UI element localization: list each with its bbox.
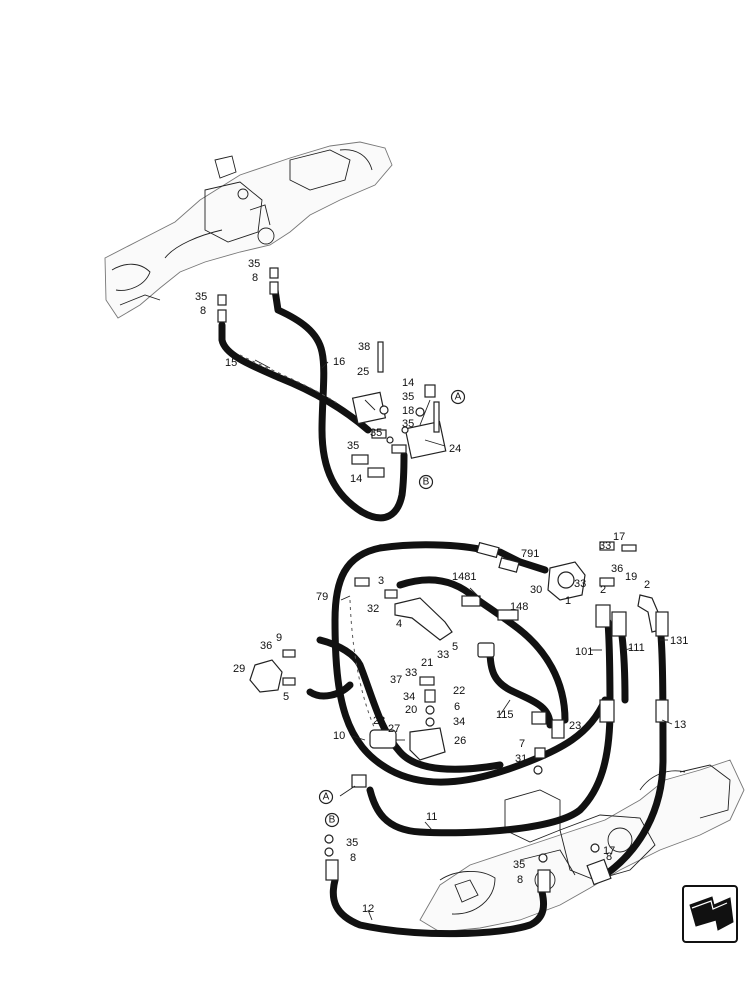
part-label: 35 bbox=[347, 440, 359, 452]
part-label: 8 bbox=[517, 874, 523, 886]
rear-axle-housing bbox=[419, 759, 745, 933]
part-label: 14 bbox=[402, 377, 414, 389]
part-label: 32 bbox=[367, 603, 379, 615]
part-label: 24 bbox=[449, 443, 461, 455]
part-label: 12 bbox=[362, 903, 374, 915]
part-label: 8 bbox=[252, 272, 258, 284]
svg-text:A: A bbox=[323, 792, 330, 803]
part-label: 1481 bbox=[452, 571, 476, 583]
part-label: 17 bbox=[613, 531, 625, 543]
part-label: 33 bbox=[405, 667, 417, 679]
part-label: 38 bbox=[358, 341, 370, 353]
svg-text:A: A bbox=[455, 392, 462, 403]
part-label: 31 bbox=[515, 753, 527, 765]
part-label: 4 bbox=[396, 618, 402, 630]
connector-markers: A B A B bbox=[318, 389, 466, 828]
connector-b-lower: B bbox=[324, 812, 340, 828]
part-label: 35 bbox=[402, 418, 414, 430]
part-label: 36 bbox=[260, 640, 272, 652]
part-label: 8 bbox=[350, 852, 356, 864]
part-label: 36 bbox=[611, 563, 623, 575]
part-label: 18 bbox=[402, 405, 414, 417]
part-label: 115 bbox=[496, 709, 514, 721]
part-label: 34 bbox=[403, 691, 415, 703]
part-label: 29 bbox=[233, 663, 245, 675]
part-label: 5 bbox=[452, 641, 458, 653]
svg-text:B: B bbox=[423, 477, 430, 488]
part-label: 111 bbox=[628, 642, 645, 654]
part-label: 28 bbox=[373, 715, 385, 727]
part-label: 30 bbox=[530, 584, 542, 596]
part-label: 14 bbox=[350, 473, 362, 485]
part-label: 16 bbox=[333, 356, 345, 368]
part-label: 13 bbox=[674, 719, 686, 731]
part-label: 6 bbox=[454, 701, 460, 713]
part-label: 8 bbox=[606, 851, 612, 863]
part-label: 20 bbox=[405, 704, 417, 716]
part-label: 15 bbox=[225, 357, 237, 369]
part-label: 2 bbox=[600, 584, 606, 596]
part-label: 27 bbox=[388, 723, 400, 735]
part-label: 131 bbox=[670, 635, 688, 647]
part-label: 17 bbox=[603, 845, 615, 857]
part-labels: 35 8 35 8 15 16 38 25 14 35 18 35 35 35 … bbox=[195, 258, 688, 915]
part-label: 35 bbox=[346, 837, 358, 849]
part-label: 19 bbox=[625, 571, 637, 583]
lower-fitting-components bbox=[217, 267, 669, 893]
part-label: 33 bbox=[437, 649, 449, 661]
part-label: 25 bbox=[357, 366, 369, 378]
part-label: 8 bbox=[200, 305, 206, 317]
part-label: 22 bbox=[453, 685, 465, 697]
part-label: 21 bbox=[421, 657, 433, 669]
connector-a-lower: A bbox=[318, 789, 334, 805]
part-label: 11 bbox=[426, 811, 437, 823]
connector-a-upper: A bbox=[450, 389, 466, 405]
part-label: 35 bbox=[195, 291, 207, 303]
part-label: 791 bbox=[521, 548, 539, 560]
part-label: 35 bbox=[513, 859, 525, 871]
front-axle-housing bbox=[104, 141, 393, 319]
part-label: 33 bbox=[599, 540, 611, 552]
next-page-arrow-icon[interactable] bbox=[682, 885, 738, 943]
part-label: 3 bbox=[378, 575, 384, 587]
part-label: 35 bbox=[370, 427, 382, 439]
part-label: 1 bbox=[565, 595, 571, 607]
part-label: 34 bbox=[453, 716, 465, 728]
svg-text:B: B bbox=[329, 815, 336, 826]
part-label: 23 bbox=[569, 720, 581, 732]
part-label: 33 bbox=[574, 578, 586, 590]
part-label: 101 bbox=[575, 646, 593, 658]
part-label: 9 bbox=[276, 632, 282, 644]
leader-lines bbox=[254, 359, 673, 921]
part-label: 148 bbox=[510, 601, 528, 613]
upper-hose-group bbox=[218, 286, 408, 522]
part-label: 35 bbox=[402, 391, 414, 403]
part-label: 7 bbox=[519, 738, 525, 750]
part-label: 26 bbox=[454, 735, 466, 747]
part-label: 5 bbox=[283, 691, 289, 703]
upper-valve-assembly bbox=[351, 341, 447, 478]
part-label: 10 bbox=[333, 730, 345, 742]
part-label: 79 bbox=[316, 591, 328, 603]
part-label: 37 bbox=[390, 674, 402, 686]
part-label: 35 bbox=[248, 258, 260, 270]
connector-b-upper: B bbox=[418, 474, 434, 490]
part-label: 2 bbox=[644, 579, 650, 591]
